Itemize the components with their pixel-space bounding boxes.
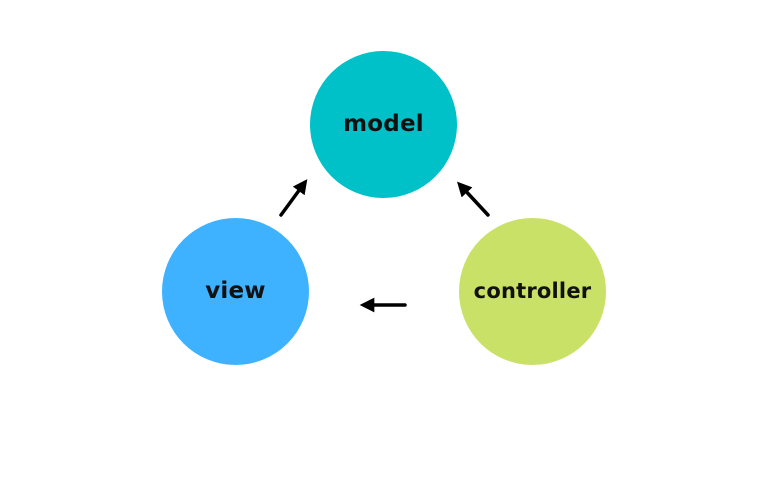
controller-node: controller [459, 218, 606, 365]
model-label: model [343, 111, 424, 137]
view-label: view [205, 278, 266, 304]
controller-label: controller [473, 279, 592, 303]
model-node: model [310, 51, 457, 198]
arrow-controller-to-model [456, 181, 490, 217]
arrow-view-to-model [279, 179, 308, 217]
view-node: view [162, 218, 309, 365]
